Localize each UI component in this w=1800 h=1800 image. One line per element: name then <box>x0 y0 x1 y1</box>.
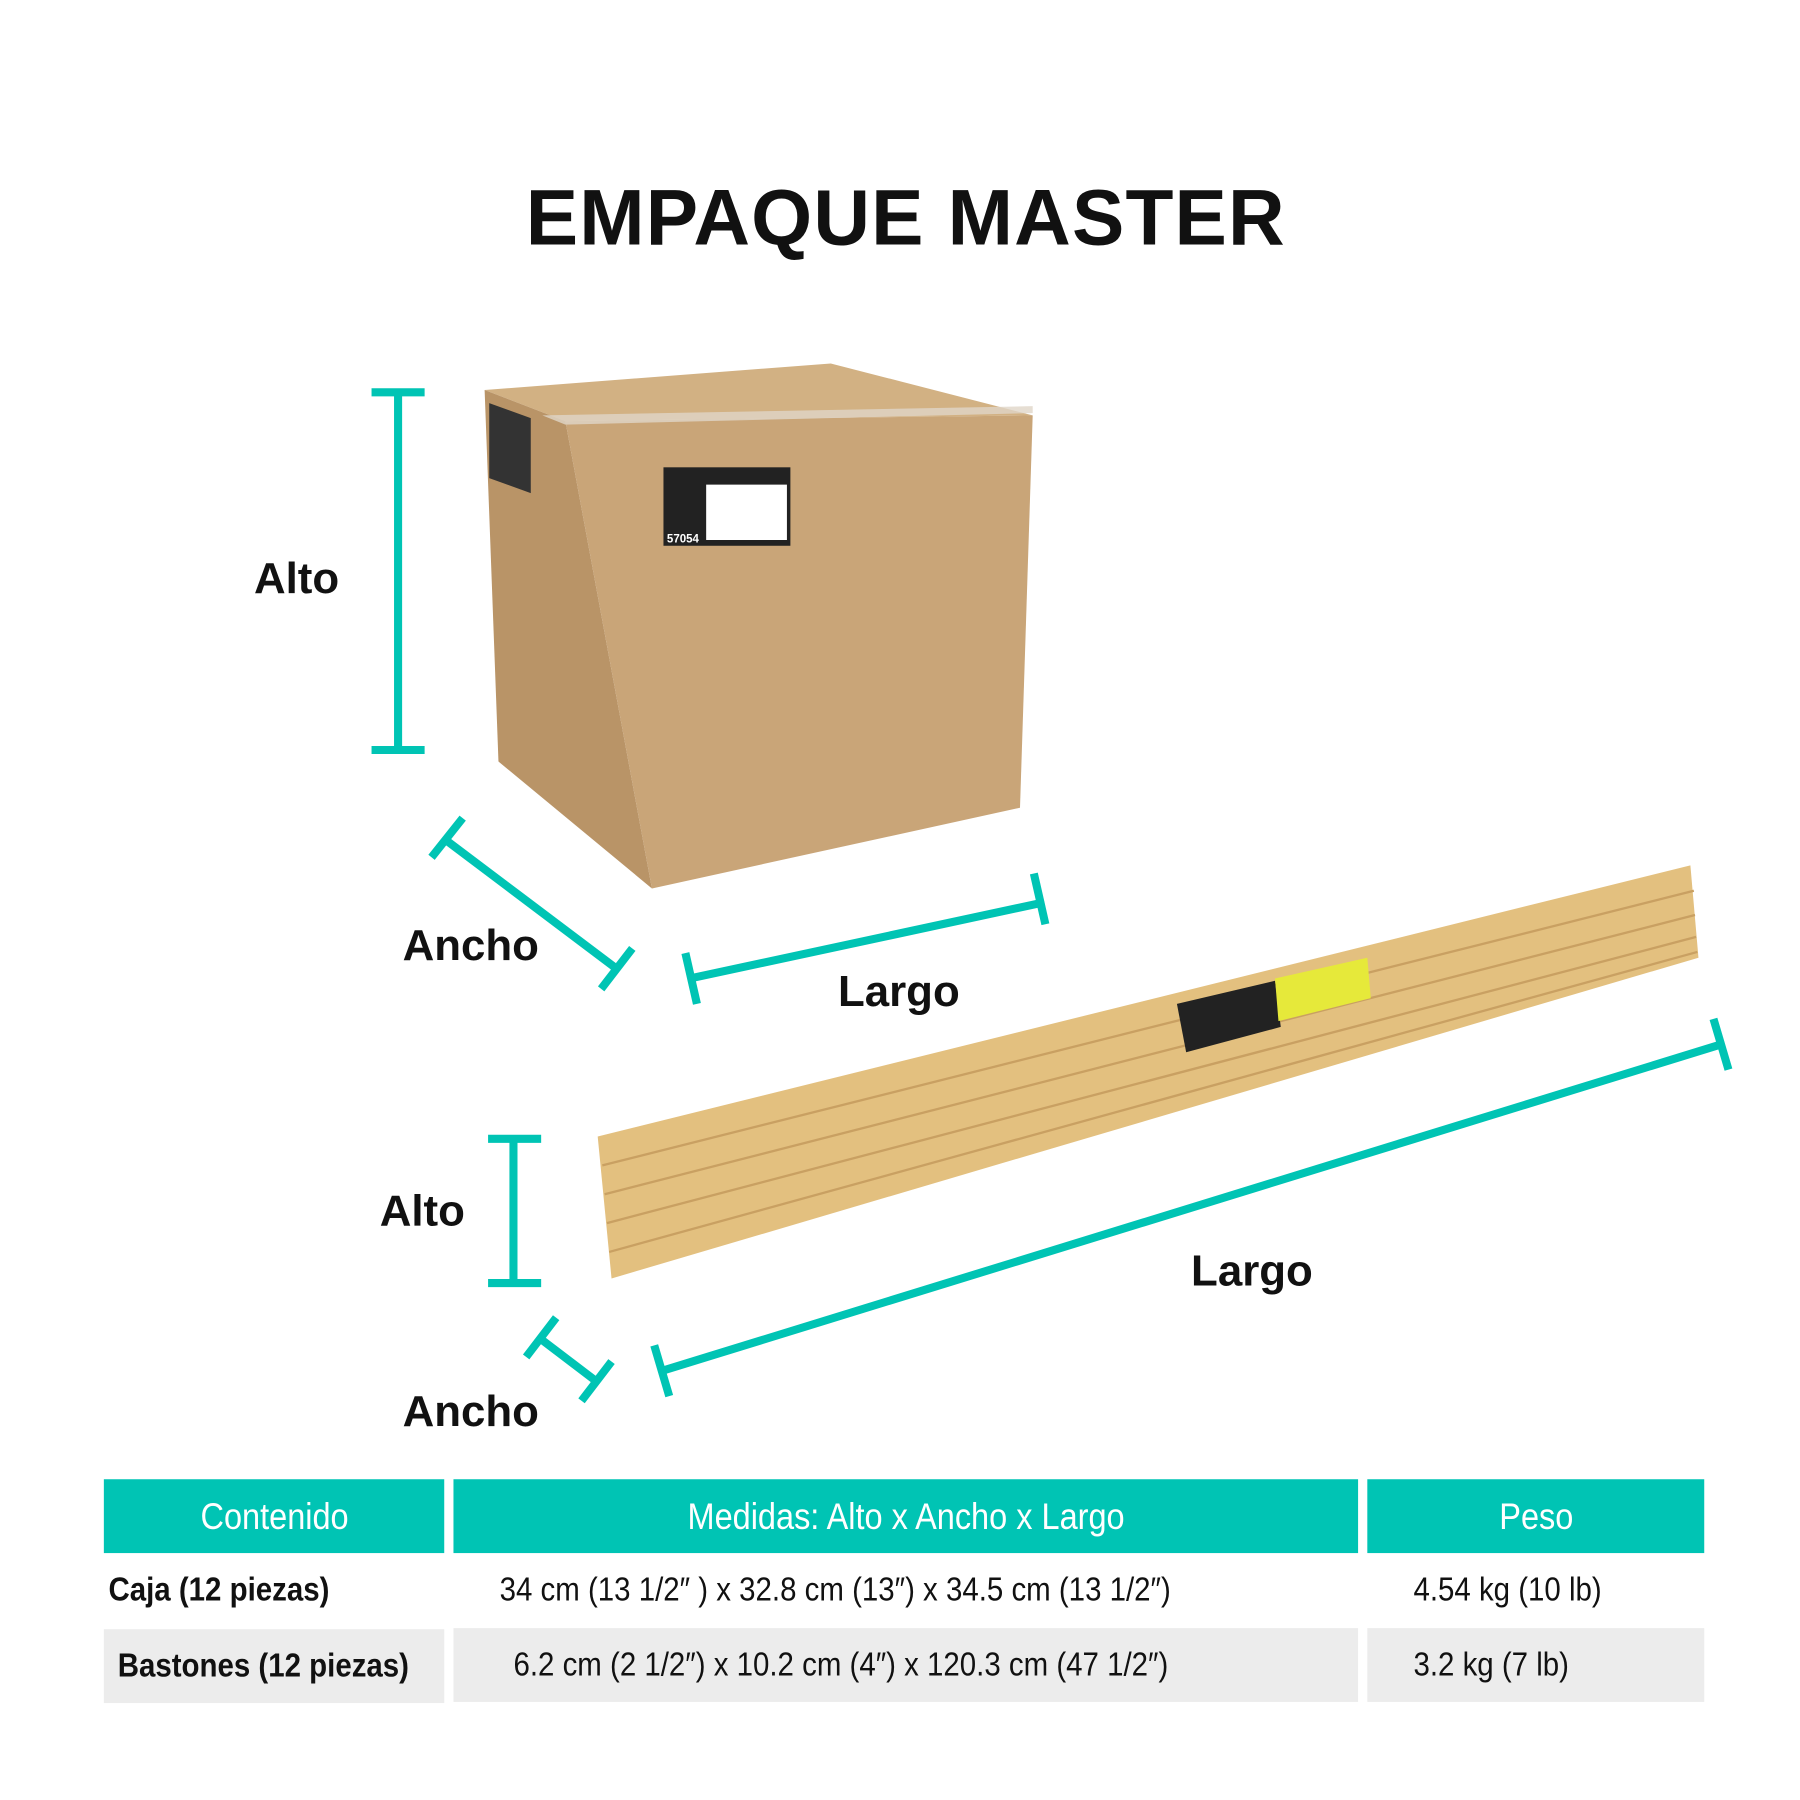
broomstick-bundle-image <box>597 865 1699 1279</box>
header-medidas: Medidas: Alto x Ancho x Largo <box>453 1479 1359 1554</box>
box-alto-label: Alto <box>254 554 339 603</box>
label-code: 57054 <box>667 533 700 545</box>
table-row-bastones-contenido: Bastones (12 piezas) <box>103 1629 445 1704</box>
box-ancho-label: Ancho <box>403 921 539 970</box>
table-row-bastones-medidas: 6.2 cm (2 1/2″) x 10.2 cm (4″) x 120.3 c… <box>453 1628 1359 1702</box>
table-row-caja-peso: 4.54 kg (10 lb) <box>1413 1571 1602 1609</box>
table-row-caja-contenido: Caja (12 piezas) <box>108 1571 330 1609</box>
box-largo-label: Largo <box>838 967 960 1016</box>
header-peso: Peso <box>1367 1479 1705 1554</box>
cardboard-box-image: 57054 <box>484 363 1033 889</box>
table-row-caja-medidas: 34 cm (13 1/2″ ) x 32.8 cm (13″) x 34.5 … <box>499 1571 1171 1609</box>
bundle-ancho-label: Ancho <box>403 1387 539 1436</box>
header-contenido: Contenido <box>103 1479 445 1554</box>
page-title: EMPAQUE MASTER <box>525 174 1286 262</box>
dimension-lines <box>371 388 1733 1404</box>
bundle-alto-label: Alto <box>380 1186 465 1235</box>
bundle-largo-label: Largo <box>1191 1246 1313 1295</box>
table-row-bastones-peso: 3.2 kg (7 lb) <box>1367 1628 1705 1702</box>
